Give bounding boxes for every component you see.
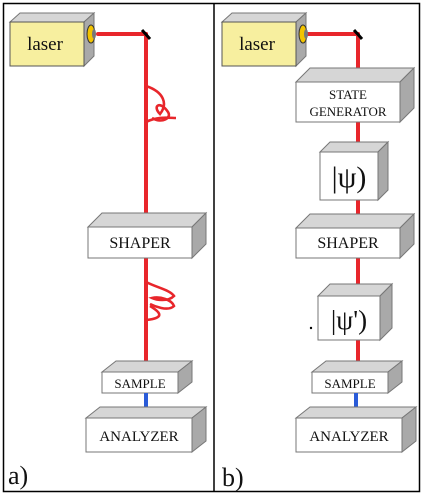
mirror-b (352, 29, 364, 40)
laser-label-b: laser (239, 34, 276, 55)
analyzer-box-a: ANALYZER (84, 405, 208, 454)
psi-prime-state-top (316, 283, 394, 297)
shaper-front (295, 227, 401, 259)
state-generator-label-line1: STATE (329, 87, 367, 102)
analyzer-box-b: ANALYZER (294, 405, 418, 454)
sample-front (311, 371, 389, 394)
psi-state-side (377, 140, 389, 202)
psi-prime-state-front (317, 295, 381, 341)
psi-prime-state-box: |ψ') (316, 282, 394, 342)
psi-state-label: |ψ) (332, 161, 367, 194)
beam-a (96, 32, 148, 374)
laser-label-a: laser (27, 34, 64, 55)
shaper-top (294, 213, 416, 229)
sample-top (100, 360, 194, 373)
state-generator-box: STATE GENERATOR (294, 66, 416, 124)
laser-box-a: laser (8, 11, 96, 68)
analyzer-front (295, 417, 403, 453)
shaper-box-b: SHAPER (294, 212, 416, 260)
panel-a: laser SHAPER SAMPLE ANALYZER a) (8, 11, 208, 490)
laser-front (9, 21, 85, 67)
psi-state-box: |ψ) (318, 140, 390, 202)
sample-label-a: SAMPLE (114, 376, 165, 391)
panel-b-tag: b) (222, 463, 244, 492)
analyzer-top (84, 406, 208, 419)
analyzer-front (85, 417, 193, 453)
shaper-label-b: SHAPER (317, 235, 379, 252)
state-generator-top (294, 67, 416, 83)
laser-lens-icon (304, 29, 308, 39)
sample-box-b: SAMPLE (310, 359, 404, 395)
laser-lens-icon (92, 29, 96, 39)
shaper-label-a: SHAPER (109, 235, 171, 252)
mirror-a (140, 29, 152, 40)
pulse-wave-2 (145, 280, 176, 322)
psi-state-front (319, 151, 379, 201)
laser-front (221, 21, 297, 67)
figure-frame (2, 2, 421, 493)
analyzer-top (294, 406, 418, 419)
shaper-front (87, 226, 193, 259)
state-generator-front (295, 81, 401, 123)
panel-b: laser STATE GENERATOR |ψ) SHAPER (220, 11, 418, 492)
analyzer-label-b: ANALYZER (309, 429, 388, 445)
laser-box-b: laser (220, 11, 308, 68)
analyzer-label-a: ANALYZER (99, 429, 178, 445)
sample-front (101, 371, 179, 394)
psi-prime-state-label: |ψ') (331, 305, 367, 335)
laser-top (220, 12, 308, 23)
psi-state-top (318, 141, 390, 153)
sample-label-b: SAMPLE (324, 376, 375, 391)
sample-top (310, 360, 404, 373)
dot-mark (309, 326, 313, 330)
pulse-wave-1 (144, 84, 177, 140)
laser-top (8, 12, 96, 23)
panel-a-tag: a) (8, 461, 28, 490)
shaper-top (86, 212, 208, 228)
state-generator-label-line2: GENERATOR (309, 104, 386, 119)
sample-box-a: SAMPLE (100, 359, 194, 395)
shaper-box-a: SHAPER (86, 211, 208, 260)
